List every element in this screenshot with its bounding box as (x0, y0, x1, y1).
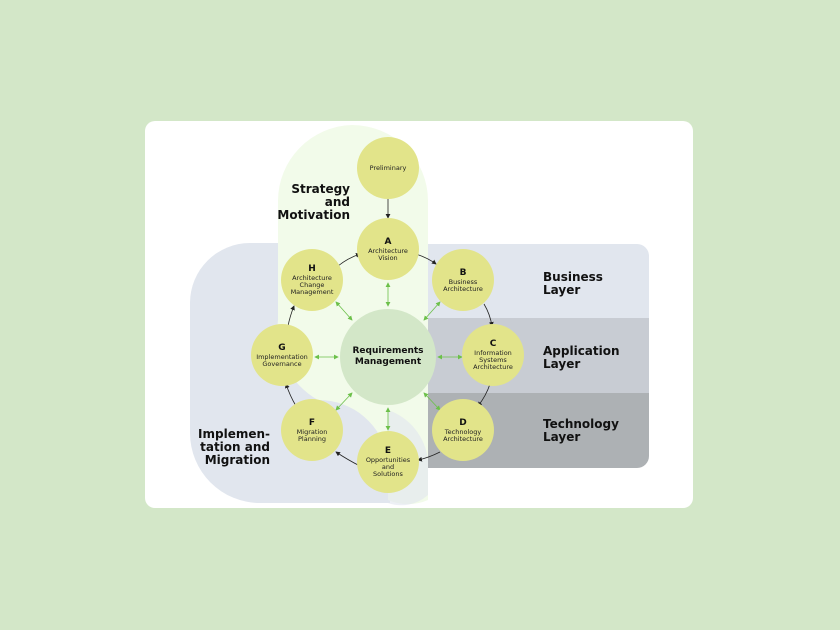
phase-preliminary[interactable]: Preliminary (369, 163, 407, 172)
technology-layer-label: Technology Layer (543, 417, 619, 444)
business-layer-label: Business Layer (543, 270, 603, 297)
strategy-label: Strategy and Motivation (277, 182, 350, 222)
implementation-label: Implemen- tation and Migration (198, 427, 270, 467)
phase-circles (251, 137, 524, 493)
requirements-management-label: Requirements Management (352, 346, 424, 367)
application-layer-label: Application Layer (543, 344, 620, 371)
requirements-management[interactable]: Requirements Management (340, 309, 436, 405)
requirements-management-circle[interactable] (340, 309, 436, 405)
requirements-arrows (314, 282, 463, 431)
